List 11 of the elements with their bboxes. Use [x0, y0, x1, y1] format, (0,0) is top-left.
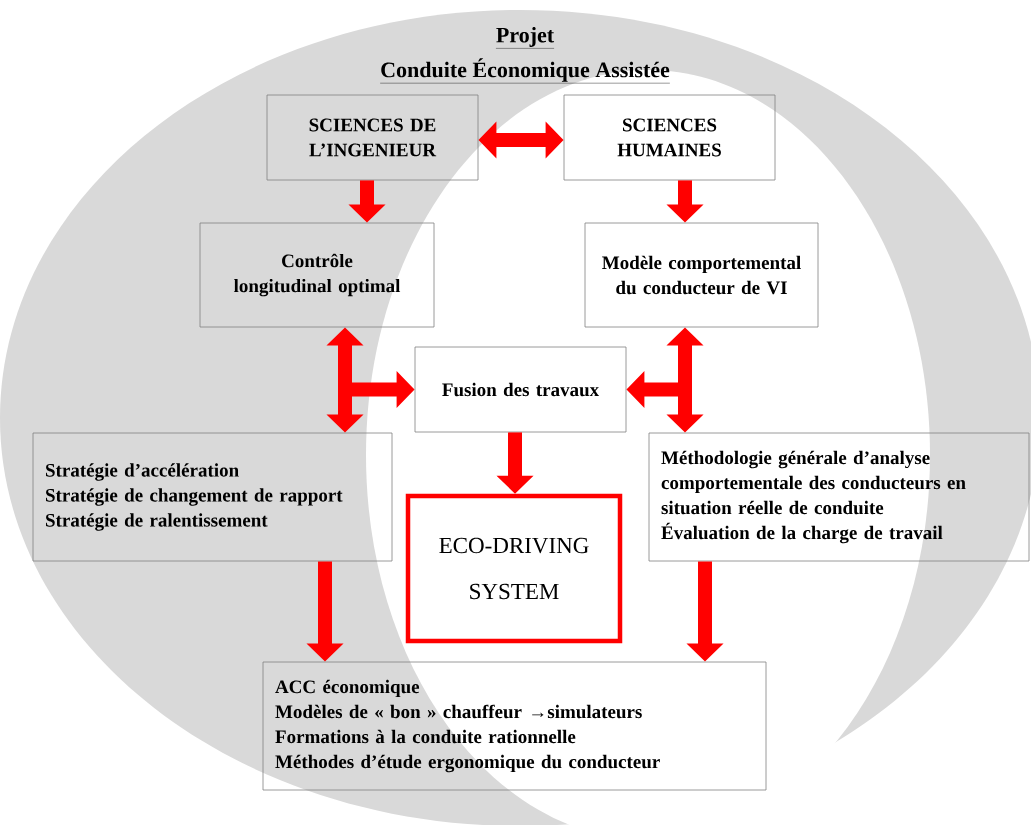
text-box: Contrôle longitudinal optimal	[199, 222, 435, 328]
text-box: Stratégie d’accélération Stratégie de changement de rapport Stratégie de ralentissement	[32, 432, 393, 562]
subtitle: Conduite Économique Assistée	[379, 58, 671, 84]
text-box: Modèle comportemental du conducteur de VI	[584, 222, 819, 328]
text-box: Méthodologie générale d’analyse comportementale des conducteurs en situation réelle de conduite Évaluation de la charge de travail	[648, 432, 1030, 562]
text-box: Fusion des travaux	[414, 346, 627, 433]
text-box: SCIENCES DE L’INGENIEUR	[266, 94, 479, 181]
text-box: ACC économique Modèles de « bon » chauffeur →simulateurs Formations à la conduite rationnelle Méthodes d’étude ergonomique du conducteur	[262, 661, 767, 791]
text-box: SCIENCES HUMAINES	[563, 94, 776, 181]
title: Projet	[495, 27, 555, 49]
highlighted-box: ECO-DRIVING SYSTEM	[405, 493, 623, 644]
